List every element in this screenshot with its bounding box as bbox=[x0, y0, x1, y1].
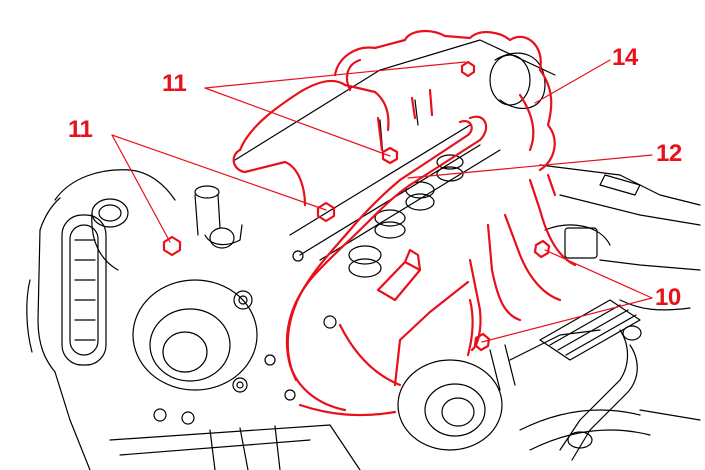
leader-11-upper-b bbox=[204, 87, 391, 157]
leader-10-a bbox=[544, 249, 653, 299]
callout-11-left: 11 bbox=[68, 116, 93, 143]
callout-10: 10 bbox=[655, 284, 681, 311]
leader-11-upper-a bbox=[204, 61, 466, 89]
callout-12: 12 bbox=[656, 140, 682, 167]
leader-lines bbox=[111, 59, 653, 343]
engine-block-outline bbox=[26, 39, 701, 470]
callout-11-upper: 11 bbox=[162, 70, 187, 97]
nut-11-d bbox=[460, 60, 476, 78]
leader-11-left-b bbox=[111, 134, 327, 211]
leader-10-b bbox=[481, 297, 653, 343]
nut-11-b bbox=[316, 201, 336, 223]
highlighted-parts bbox=[162, 30, 577, 417]
nut-11-a bbox=[162, 235, 182, 257]
leader-14 bbox=[534, 59, 611, 104]
manifold-flange bbox=[468, 258, 482, 352]
callout-14: 14 bbox=[612, 44, 638, 71]
rocker-cover-outline bbox=[238, 79, 390, 152]
leader-12 bbox=[407, 154, 653, 179]
nut-11-c bbox=[381, 146, 399, 165]
leader-11-left-a bbox=[111, 134, 171, 243]
intake-manifold-outline bbox=[333, 30, 556, 172]
